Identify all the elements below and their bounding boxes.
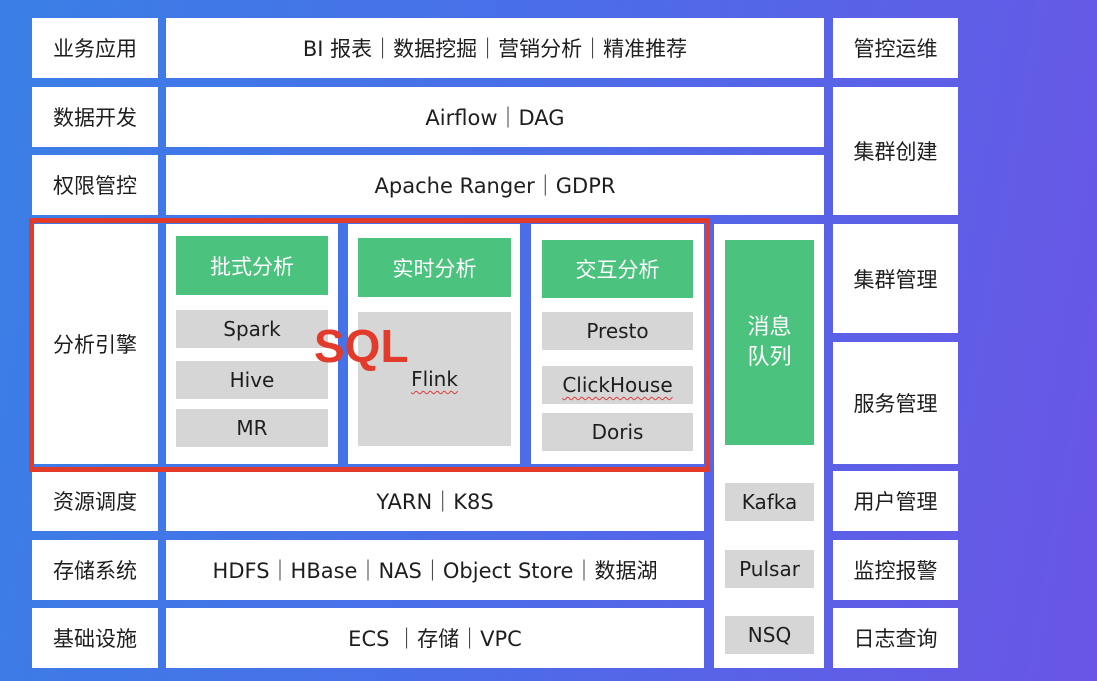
- engine-flink-label: Flink: [411, 367, 458, 391]
- engine-hive: Hive: [176, 361, 328, 399]
- header-batch: 批式分析: [176, 236, 328, 295]
- label-ops: 管控运维: [833, 18, 958, 78]
- sql-label: SQL: [314, 320, 409, 372]
- engine-spark: Spark: [176, 310, 328, 348]
- engine-mr: MR: [176, 409, 328, 447]
- engine-doris: Doris: [542, 413, 693, 451]
- mq-header-line2: 队列: [747, 344, 792, 370]
- label-resource-sched: 资源调度: [32, 471, 158, 531]
- row-resource-sched: YARN｜K8S: [166, 471, 704, 531]
- row-data-dev: Airflow｜DAG: [166, 87, 824, 147]
- label-storage: 存储系统: [32, 540, 158, 600]
- mq-header-line1: 消息: [747, 314, 792, 340]
- row-infra: ECS ｜存储｜VPC: [166, 608, 704, 668]
- header-realtime: 实时分析: [358, 238, 511, 297]
- label-monitor-alert: 监控报警: [833, 540, 958, 600]
- label-data-dev: 数据开发: [32, 87, 158, 147]
- engine-clickhouse: ClickHouse: [542, 366, 693, 404]
- row-business-app: BI 报表｜数据挖掘｜营销分析｜精准推荐: [166, 18, 824, 78]
- label-analysis-engine: 分析引擎: [32, 224, 158, 464]
- row-permission: Apache Ranger｜GDPR: [166, 155, 824, 215]
- engine-clickhouse-label: ClickHouse: [562, 373, 673, 397]
- engine-presto: Presto: [542, 312, 693, 350]
- mq-nsq: NSQ: [725, 616, 814, 654]
- label-cluster-manage: 集群管理: [833, 224, 958, 333]
- header-interactive: 交互分析: [542, 240, 693, 298]
- mq-pulsar: Pulsar: [725, 550, 814, 588]
- label-service-manage: 服务管理: [833, 342, 958, 464]
- row-storage: HDFS｜HBase｜NAS｜Object Store｜数据湖: [166, 540, 704, 600]
- header-message-queue: 消息 队列: [725, 240, 814, 445]
- engine-flink: Flink: [358, 312, 511, 446]
- label-log-query: 日志查询: [833, 608, 958, 668]
- label-business-app: 业务应用: [32, 18, 158, 78]
- label-permission: 权限管控: [32, 155, 158, 215]
- label-user-manage: 用户管理: [833, 471, 958, 531]
- label-infra: 基础设施: [32, 608, 158, 668]
- mq-kafka: Kafka: [725, 483, 814, 521]
- label-cluster-create: 集群创建: [833, 87, 958, 215]
